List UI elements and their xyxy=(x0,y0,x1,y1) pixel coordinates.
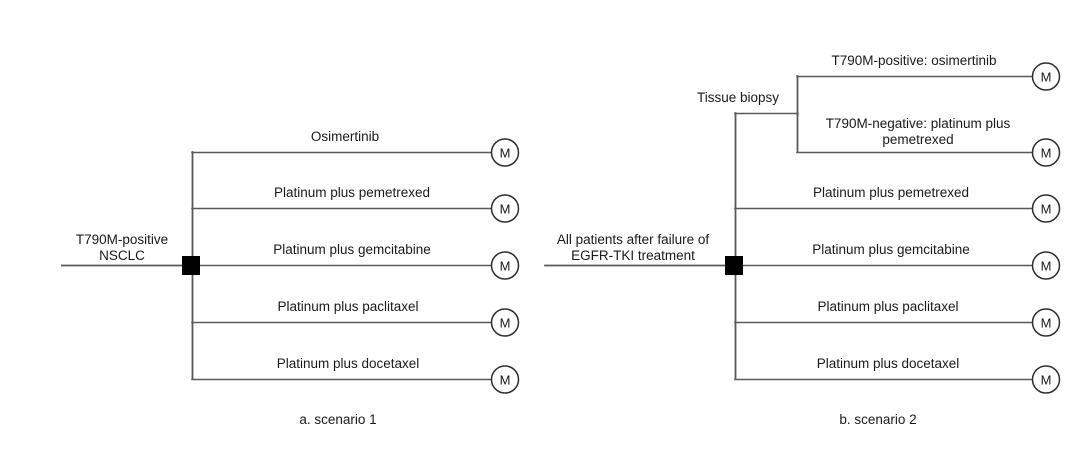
panel-scenario-2: All patients after failure of EGFR-TKI t… xyxy=(544,53,1061,427)
terminal-node-4 xyxy=(1031,365,1061,394)
terminal-node-5 xyxy=(490,365,520,394)
panel-caption-b: b. scenario 2 xyxy=(839,412,916,427)
terminal-letter-2: M xyxy=(500,202,511,217)
branch-label-4: Platinum plus paclitaxel xyxy=(277,299,418,314)
terminal-letter-1: M xyxy=(1041,202,1052,217)
branch-label-1: Osimertinib xyxy=(311,129,379,144)
subtree-terminal-node-2 xyxy=(1031,138,1061,167)
terminal-letter-1: M xyxy=(500,146,511,161)
terminal-node-1 xyxy=(1031,194,1061,223)
subtree-terminal-letter-1: M xyxy=(1041,70,1052,85)
root-label-line2: NSCLC xyxy=(99,248,145,263)
branch-label-3: Platinum plus paclitaxel xyxy=(817,299,958,314)
terminal-letter-3: M xyxy=(500,259,511,274)
branch-label-1: Platinum plus pemetrexed xyxy=(813,185,969,200)
terminal-node-1 xyxy=(490,138,520,167)
panel-caption-a: a. scenario 1 xyxy=(299,412,376,427)
branch-label-3: Platinum plus gemcitabine xyxy=(273,242,431,257)
branch-label-2: Platinum plus gemcitabine xyxy=(812,242,970,257)
branch-label-4: Platinum plus docetaxel xyxy=(817,356,960,371)
subtree-branch-label-2-line1: T790M-negative: platinum plus xyxy=(826,116,1011,131)
subtree-terminal-node-1 xyxy=(1031,62,1061,91)
subtree-label: Tissue biopsy xyxy=(697,90,779,105)
decision-node xyxy=(725,256,743,275)
root-label-line1: All patients after failure of xyxy=(557,232,710,247)
branch-label-2: Platinum plus pemetrexed xyxy=(274,185,430,200)
terminal-node-3 xyxy=(490,251,520,280)
subtree-branch-label-2-line2: pemetrexed xyxy=(882,132,953,147)
terminal-node-4 xyxy=(490,308,520,337)
subtree-branch-label-1: T790M-positive: osimertinib xyxy=(831,53,996,68)
terminal-node-2 xyxy=(1031,251,1061,280)
root-label-line2: EGFR-TKI treatment xyxy=(571,248,695,263)
panel-scenario-1: T790M-positive NSCLC Osimertinib M Plati… xyxy=(61,129,520,427)
terminal-node-3 xyxy=(1031,308,1061,337)
terminal-letter-4: M xyxy=(1041,373,1052,388)
branch-label-5: Platinum plus docetaxel xyxy=(277,356,420,371)
terminal-letter-4: M xyxy=(500,316,511,331)
terminal-letter-5: M xyxy=(500,373,511,388)
terminal-letter-3: M xyxy=(1041,316,1052,331)
terminal-node-2 xyxy=(490,194,520,223)
decision-node xyxy=(182,256,200,275)
subtree-terminal-letter-2: M xyxy=(1041,146,1052,161)
root-label-line1: T790M-positive xyxy=(76,232,168,247)
terminal-letter-2: M xyxy=(1041,259,1052,274)
